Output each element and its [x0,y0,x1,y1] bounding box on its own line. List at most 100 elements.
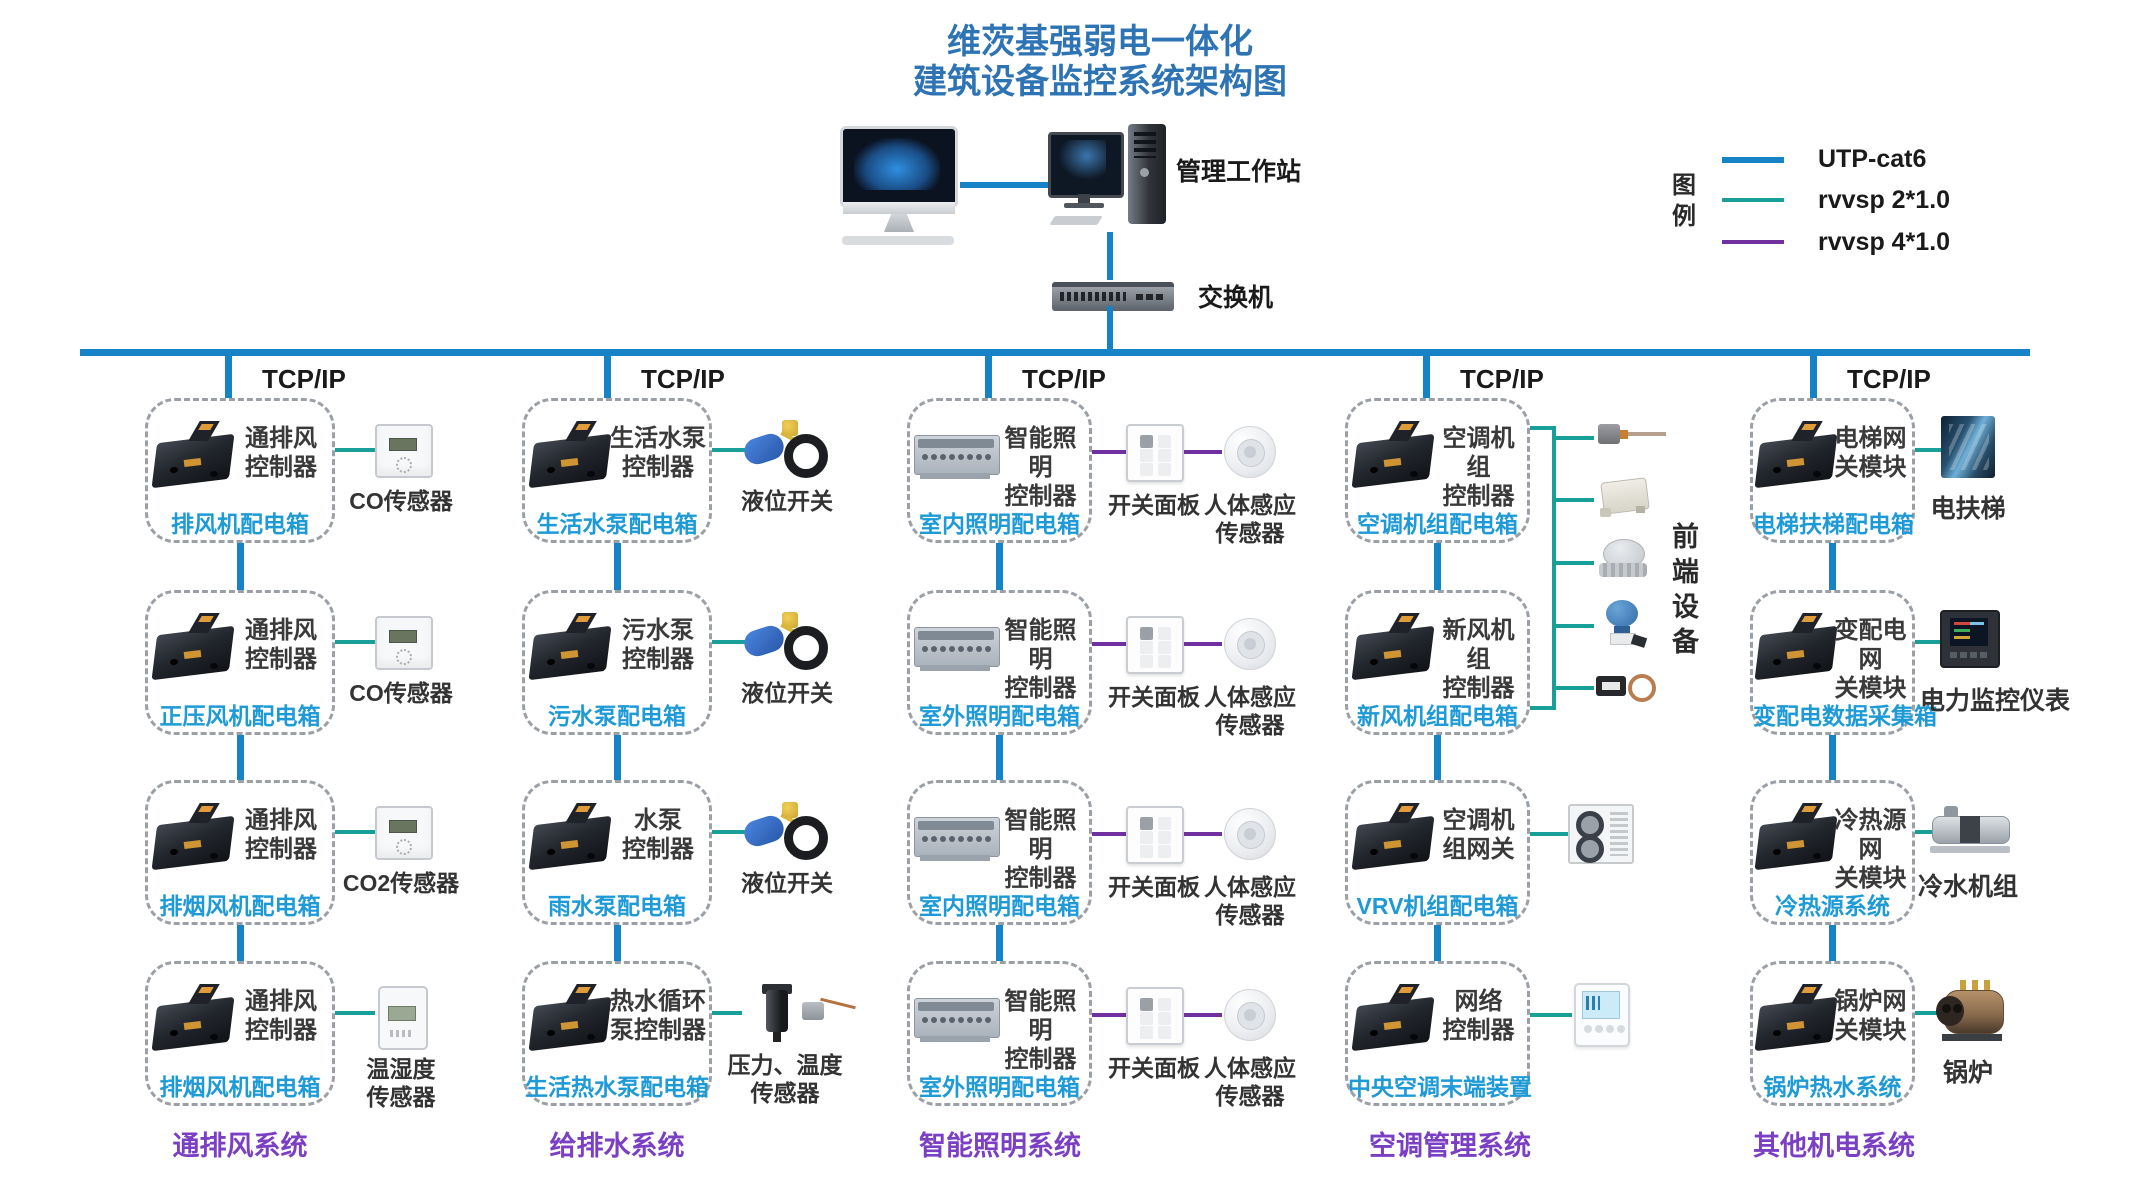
device-label: CO传感器 [349,488,453,514]
workstation-label: 管理工作站 [1176,158,1302,186]
col4-box1-box2-link [1434,543,1441,590]
controller-label: 变配电网 关模块 [1834,617,1907,702]
controller-label: 空调机 组网关 [1442,807,1515,863]
ddc-controller-image [1754,984,1841,1060]
col3-box4-sensor-link [1184,1013,1222,1017]
panel-label: 排烟风机配电箱 [159,1074,321,1100]
col2-box1-sensor-link [712,448,748,452]
power-distribution-data-box: 变配电网 关模块 变配电数据采集箱 [1750,590,1937,735]
bus-branch-3 [1556,561,1594,565]
panel-label: 排风机配电箱 [171,511,309,537]
panel-label: VRV机组配电箱 [1356,893,1519,919]
ddc-controller-image [151,421,238,497]
boiler-hot-water-box: 锅炉网 关模块 锅炉热水系统 [1750,961,1915,1106]
col1-box1-sensor-link [335,448,375,452]
legend-item-utp-cat6: UTP-cat6 [1818,145,1927,173]
legend-item-rvvsp4: rvvsp 4*1.0 [1818,228,1951,256]
controller-label: 锅炉网 关模块 [1834,988,1907,1044]
legend-item-rvvsp2: rvvsp 2*1.0 [1818,186,1951,214]
device-label: 冷水机组 [1917,873,2018,901]
device-label: 开关面板 [1108,684,1200,710]
device-label: 开关面板 [1108,492,1200,518]
lighting-controller-image [914,990,1000,1046]
legend-purple-line-icon [1722,240,1784,244]
system-label-other: 其他机电系统 [1753,1131,1915,1161]
col5-box4-device-link [1915,1011,1941,1015]
panel-label: 排烟风机配电箱 [159,893,321,919]
float-level-switch-icon [740,612,830,670]
power-monitor-meter-icon [1940,610,2000,668]
temperature-probe-icon [1594,422,1666,452]
ddc-controller-image [1754,613,1841,689]
ddc-controller-image [1351,421,1438,497]
device-label: 压力、温度 传感器 [727,1052,843,1106]
col3-box3-panel-link [1092,832,1126,836]
controller-label: 电梯网 关模块 [1834,425,1907,481]
switch-label: 交换机 [1198,284,1274,312]
indoor-lighting-panel-box-2: 智能照明 控制器 室内照明配电箱 [907,780,1092,925]
col3-box1-box2-link [996,543,1003,590]
panel-label: 室内照明配电箱 [919,893,1080,919]
occupancy-sensor-icon [1224,989,1276,1041]
diagram-title: 维茨基强弱电一体化 建筑设备监控系统架构图 [750,22,1450,102]
device-label: 电扶梯 [1930,495,2006,523]
domestic-water-pump-panel-box: 生活水泵 控制器 生活水泵配电箱 [522,398,712,543]
controller-label: 水泵 控制器 [622,807,694,863]
col4-box2-box3-link [1434,735,1441,780]
system-label-ventilation: 通排风系统 [172,1131,308,1161]
col4-box4-device-link [1530,1013,1572,1017]
occupancy-sensor-icon [1224,808,1276,860]
col5-box2-device-link [1915,640,1941,644]
smoke-exhaust-fan-panel-box-1: 通排风 控制器 排烟风机配电箱 [145,780,335,925]
col2-drop-link [604,356,611,398]
controller-label: 通排风 控制器 [245,425,317,481]
bus-branch-5 [1556,686,1594,690]
legend-teal-line-icon [1722,198,1784,202]
boiler-icon [1934,980,2008,1044]
col1-box2-box3-link [237,735,244,780]
col3-box1-panel-link [1092,450,1126,454]
panel-label: 污水泵配电箱 [548,703,686,729]
device-label: CO传感器 [349,680,453,706]
fresh-air-unit-panel-box: 新风机组 控制器 新风机组配电箱 [1345,590,1530,735]
col1-box1-box2-link [237,543,244,590]
ddc-controller-image [528,613,615,689]
title-line-1: 维茨基强弱电一体化 [947,23,1253,61]
float-level-switch-icon [740,802,830,860]
panel-label: 正压风机配电箱 [159,703,321,729]
controller-label: 通排风 控制器 [245,617,317,673]
device-label: 液位开关 [741,680,833,706]
col4-drop-link [1423,356,1430,398]
escalator-icon [1941,416,1995,478]
ethernet-backbone [80,349,2030,356]
ddc-controller-image [1754,803,1841,879]
panel-label: 空调机组配电箱 [1357,511,1518,537]
fau-to-bus-link [1530,706,1556,710]
switch-panel-icon [1126,806,1184,864]
sewage-pump-panel-box: 污水泵 控制器 污水泵配电箱 [522,590,712,735]
device-label: 人体感应 传感器 [1204,874,1296,928]
chiller-unit-icon [1928,806,2012,856]
thermostat-icon [1574,983,1630,1047]
panel-label: 室内照明配电箱 [919,511,1080,537]
rainwater-pump-panel-box: 水泵 控制器 雨水泵配电箱 [522,780,712,925]
front-end-devices-label: 前 端 设 备 [1672,522,1699,658]
col1-tcpip-label: TCP/IP [262,364,346,394]
capillary-thermostat-icon [1596,672,1658,702]
col2-box2-box3-link [614,735,621,780]
switch-panel-icon [1126,616,1184,674]
pc-to-switch-link [1107,232,1113,280]
pressure-transmitter-icon [1598,600,1648,648]
device-label: 人体感应 传感器 [1204,1055,1296,1109]
device-label: 温湿度 传感器 [366,1056,436,1110]
col3-box2-sensor-link [1184,642,1222,646]
col2-box1-box2-link [614,543,621,590]
exhaust-fan-panel-box-1: 通排风 控制器 排风机配电箱 [145,398,335,543]
controller-label: 冷热源网 关模块 [1834,807,1907,892]
ddc-controller-image [528,984,615,1060]
col5-box3-box4-link [1829,925,1836,961]
device-label: 开关面板 [1108,1055,1200,1081]
controller-label: 智能照明 控制器 [1004,425,1077,510]
panel-label: 生活水泵配电箱 [536,511,698,537]
col4-tcpip-label: TCP/IP [1460,364,1544,394]
